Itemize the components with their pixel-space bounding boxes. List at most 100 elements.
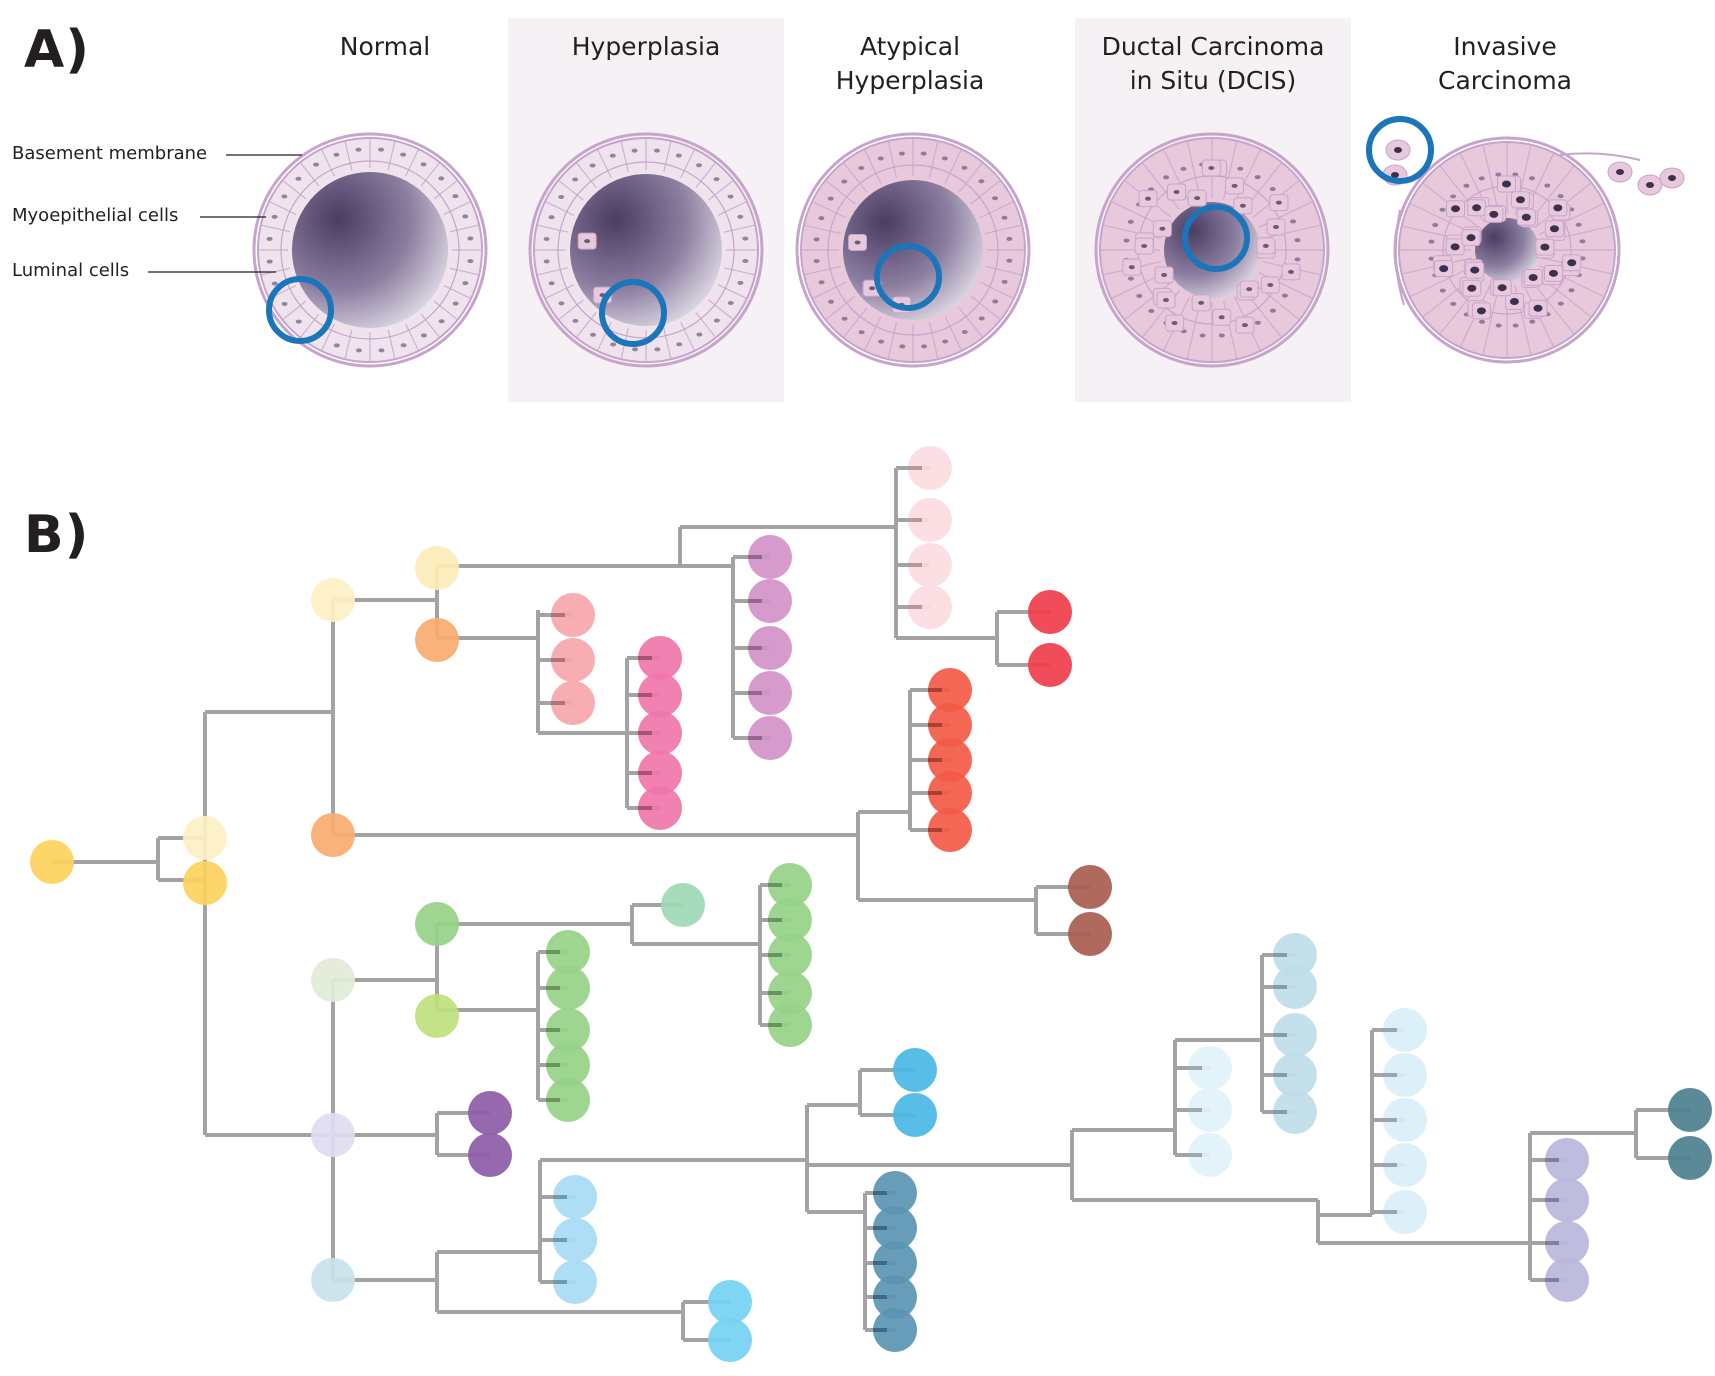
highlight-ring-hyperplasia (599, 279, 667, 347)
leaf-powder-4 (1273, 1090, 1317, 1134)
highlight-ring-normal (266, 276, 334, 344)
leaf-ice-4 (1383, 1190, 1427, 1234)
highlight-ring-invasive (1366, 116, 1434, 184)
panel-b-label: B) (24, 505, 90, 565)
internal-node-root (30, 840, 74, 884)
leaf-teal-1 (873, 1206, 917, 1250)
leaf-ice-0 (1383, 1008, 1427, 1052)
highlight-ring-dcis (1182, 204, 1250, 272)
leaf-purple-1 (468, 1133, 512, 1177)
leaf-powder-0 (1273, 933, 1317, 977)
internal-node-g (311, 958, 355, 1002)
leaf-mint (661, 883, 705, 927)
leaf-rose-1 (551, 638, 595, 682)
leaf-ice-3 (1383, 1143, 1427, 1187)
leaf-pink-1 (638, 673, 682, 717)
internal-node-a (183, 816, 227, 860)
leaf-periwinkle-2 (1545, 1221, 1589, 1265)
leaf-mauve-0 (748, 535, 792, 579)
leaf-green-3 (768, 971, 812, 1015)
duct-invasive (1366, 116, 1685, 364)
leaf-teal-0 (873, 1171, 917, 1215)
leaf-slate-1 (1668, 1136, 1712, 1180)
stage-title-invasive-carcinoma: Invasive Carcinoma (1437, 32, 1572, 95)
leaf-powder-2 (1273, 1013, 1317, 1057)
leaf-rose-0 (551, 593, 595, 637)
internal-node-k (311, 1258, 355, 1302)
leaf-pink-0 (638, 636, 682, 680)
leaf-green-b-3 (546, 1043, 590, 1087)
leaf-mauve-3 (748, 671, 792, 715)
leaf-tomato-3 (928, 771, 972, 815)
leaf-green-2 (768, 933, 812, 977)
tree-branches (52, 466, 1690, 1342)
internal-node-j (311, 1113, 355, 1157)
internal-node-f (311, 813, 355, 857)
leaf-ice-2 (1383, 1098, 1427, 1142)
leaf-red-1 (1028, 643, 1072, 687)
leaf-cyan-1 (708, 1318, 752, 1362)
leaf-frost-1 (1188, 1088, 1232, 1132)
leaf-green-4 (768, 1003, 812, 1047)
leaf-mauve-4 (748, 716, 792, 760)
luminal-cells-label: Luminal cells (12, 260, 130, 281)
stage-title-atypical-hyperplasia: Atypical Hyperplasia (835, 32, 985, 95)
leaf-brown-1 (1068, 912, 1112, 956)
internal-node-h (415, 902, 459, 946)
leaf-pale-pink-2 (908, 543, 952, 587)
leaf-pale-pink-3 (908, 585, 952, 629)
leaf-green-b-4 (546, 1078, 590, 1122)
leaf-slate-0 (1668, 1088, 1712, 1132)
leaf-tomato-2 (928, 738, 972, 782)
leaf-sky-1 (553, 1218, 597, 1262)
leaf-pale-pink-0 (908, 446, 952, 490)
leaf-sky-0 (553, 1175, 597, 1219)
leaf-powder-3 (1273, 1053, 1317, 1097)
leaf-frost-2 (1188, 1133, 1232, 1177)
tree-nodes (30, 446, 1712, 1362)
panel-a-drawing (148, 116, 1685, 368)
leaf-tomato-4 (928, 808, 972, 852)
basement-membrane-label: Basement membrane (12, 143, 208, 164)
internal-node-c (311, 578, 355, 622)
panel-a-label: A) (24, 20, 91, 80)
myoepithelial-cells-label: Myoepithelial cells (12, 205, 179, 226)
highlight-ring-atypical (874, 243, 942, 311)
leaf-pale-pink-1 (908, 498, 952, 542)
leaf-blue-0 (893, 1048, 937, 1092)
internal-node-d (415, 546, 459, 590)
leaf-ice-1 (1383, 1053, 1427, 1097)
leaf-cyan-0 (708, 1280, 752, 1324)
leaf-powder-1 (1273, 965, 1317, 1009)
duct-hyperplasia (528, 132, 764, 368)
leaf-brown-0 (1068, 865, 1112, 909)
leaf-mauve-2 (748, 626, 792, 670)
leaf-teal-2 (873, 1241, 917, 1285)
leaf-purple-0 (468, 1091, 512, 1135)
leaf-mauve-1 (748, 579, 792, 623)
leaf-periwinkle-3 (1545, 1258, 1589, 1302)
leaf-tomato-1 (928, 703, 972, 747)
duct-dcis (1094, 132, 1330, 368)
internal-node-e (415, 618, 459, 662)
leaf-green-0 (768, 863, 812, 907)
duct-normal (252, 132, 488, 368)
duct-atypical (795, 132, 1031, 368)
leaf-sky-2 (553, 1260, 597, 1304)
stage-title-hyperplasia: Hyperplasia (571, 32, 721, 61)
leaf-pink-2 (638, 711, 682, 755)
leaf-frost-0 (1188, 1046, 1232, 1090)
leaf-teal-4 (873, 1308, 917, 1352)
internal-node-i (415, 994, 459, 1038)
leaf-green-1 (768, 898, 812, 942)
stage-title-normal: Normal (339, 32, 431, 61)
leaf-green-b-2 (546, 1008, 590, 1052)
leaf-pink-4 (638, 786, 682, 830)
leaf-pink-3 (638, 751, 682, 795)
leaf-teal-3 (873, 1275, 917, 1319)
leaf-rose-2 (551, 681, 595, 725)
leaf-periwinkle-1 (1545, 1178, 1589, 1222)
leaf-tomato-0 (928, 668, 972, 712)
